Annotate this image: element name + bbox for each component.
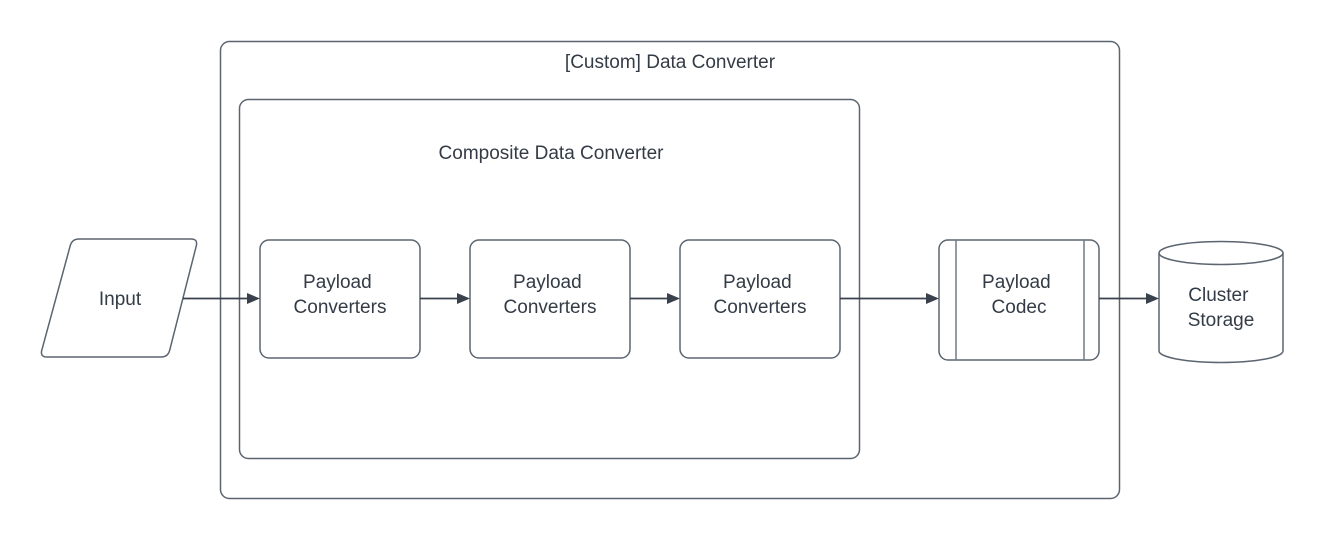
payload-converters-2-label-line1: Payload: [513, 272, 582, 293]
payload-converters-1-label-line1: Payload: [303, 272, 372, 293]
payload-converters-3-label-line2: Converters: [714, 297, 807, 318]
input-node: Input: [40, 238, 198, 358]
arrowhead-icon: [667, 293, 680, 304]
payload-converters-1-label-line2: Converters: [294, 297, 387, 318]
arrowhead-icon: [926, 293, 939, 304]
payload-converters-2-label-line2: Converters: [504, 297, 597, 318]
input-parallelogram: [40, 238, 198, 358]
arrow-payload-converters-2-to-3: [630, 293, 680, 304]
composite-data-converter-title: Composite Data Converter: [439, 143, 665, 164]
arrowhead-icon: [1146, 293, 1159, 304]
arrow-codec-to-cluster-storage: [1099, 293, 1159, 304]
cluster-storage-label-line1: Cluster: [1188, 285, 1249, 306]
payload-converters-1-label: Payload Converters: [294, 272, 387, 318]
payload-converters-2-node: Payload Converters: [469, 239, 631, 359]
arrowhead-icon: [247, 293, 260, 304]
cluster-storage-body: [1158, 253, 1284, 364]
arrowhead-icon: [457, 293, 470, 304]
cluster-storage-label: Cluster Storage: [1188, 285, 1255, 331]
payload-converters-3-label-line1: Payload: [723, 272, 792, 293]
payload-converters-3-label: Payload Converters: [714, 272, 807, 318]
arrow-payload-converters-3-to-codec: [840, 293, 939, 304]
custom-data-converter-title: [Custom] Data Converter: [565, 52, 776, 73]
payload-converters-3-node: Payload Converters: [679, 239, 841, 359]
payload-codec-label: Payload Codec: [982, 272, 1056, 318]
payload-codec-label-line1: Payload: [982, 272, 1051, 293]
arrow-input-to-payload-converters-1: [183, 293, 260, 304]
payload-converters-2-label: Payload Converters: [504, 272, 597, 318]
payload-codec-box: [938, 239, 1100, 361]
input-label: Input: [99, 289, 142, 310]
cluster-storage-label-line2: Storage: [1188, 310, 1255, 331]
arrow-payload-converters-1-to-2: [420, 293, 470, 304]
payload-converters-1-node: Payload Converters: [259, 239, 421, 359]
payload-codec-node: Payload Codec: [938, 239, 1100, 361]
payload-codec-label-line2: Codec: [992, 297, 1047, 318]
cluster-storage-node: Cluster Storage: [1158, 240, 1284, 364]
cluster-storage-top: [1158, 240, 1284, 266]
